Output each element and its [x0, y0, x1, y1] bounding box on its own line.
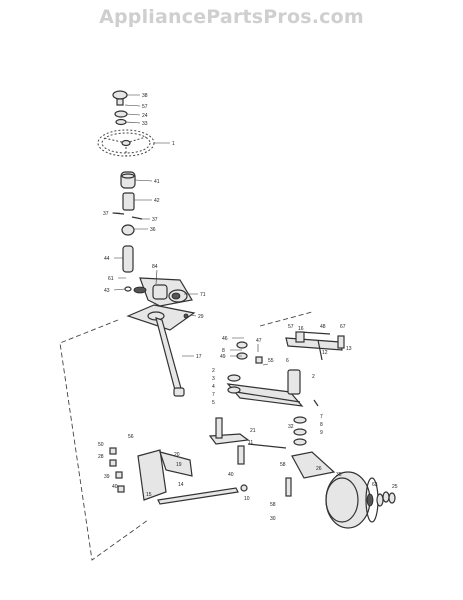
callout-11: 11: [248, 440, 253, 446]
callout-67: 67: [340, 324, 346, 330]
callout-26: 26: [316, 466, 322, 472]
callout-61: 61: [108, 276, 114, 282]
callout-57: 57: [288, 324, 294, 330]
tire-hub-hardware[interactable]: [382, 491, 396, 504]
callout-38: 38: [142, 93, 148, 99]
front-axle[interactable]: [226, 369, 319, 446]
callout-33: 33: [142, 121, 148, 127]
callout-6: 6: [286, 358, 289, 364]
steering-shaft[interactable]: [155, 317, 185, 397]
callout-84: 84: [152, 264, 158, 270]
callout-39: 39: [104, 474, 110, 480]
callout-3: 3: [212, 376, 215, 382]
callout-8: 8: [222, 348, 225, 354]
steering-adapter[interactable]: [120, 171, 136, 189]
steering-base-plate[interactable]: [126, 304, 196, 331]
callout-1: 1: [172, 141, 175, 147]
steering-bracket-lower[interactable]: [109, 447, 193, 501]
assembly-dash-outline: [59, 311, 313, 561]
callout-4: 4: [212, 384, 215, 390]
callout-5: 5: [212, 400, 215, 406]
callout-36: 36: [150, 227, 156, 233]
callout-50: 50: [98, 442, 104, 448]
callout-25: 25: [392, 484, 398, 490]
callout-29: 29: [198, 314, 204, 320]
callout-2: 2: [312, 374, 315, 380]
callout-47: 47: [256, 338, 262, 344]
callout-56: 56: [128, 434, 134, 440]
steering-bushing[interactable]: [122, 192, 135, 211]
callout-57: 57: [142, 104, 148, 110]
callout-14: 14: [178, 482, 184, 488]
callout-24: 24: [142, 113, 148, 119]
callout-2: 2: [212, 368, 215, 374]
watermark: AppliancePartsPros.com: [99, 6, 364, 28]
callout-13: 13: [346, 346, 352, 352]
callout-58: 58: [280, 462, 286, 468]
callout-46: 46: [222, 336, 228, 342]
callout-20: 20: [174, 452, 180, 458]
steering-wheel[interactable]: [97, 129, 155, 157]
callout-44: 44: [104, 256, 110, 262]
callout-41: 41: [154, 179, 160, 185]
callout-40: 40: [112, 484, 118, 490]
callout-63: 63: [372, 482, 378, 488]
front-tire[interactable]: [325, 471, 384, 529]
callout-21: 21: [250, 428, 256, 434]
callout-9: 9: [320, 430, 323, 436]
callout-32: 32: [288, 424, 294, 430]
callout-10: 10: [244, 496, 250, 502]
steering-shaft-upper[interactable]: [122, 245, 134, 273]
callout-7: 7: [320, 414, 323, 420]
spindle-left[interactable]: [208, 417, 250, 465]
callout-40: 40: [228, 472, 234, 478]
callout-37: 37: [103, 211, 109, 217]
callout-7: 7: [212, 392, 215, 398]
drag-link[interactable]: [157, 443, 287, 505]
callout-35: 35: [336, 472, 342, 478]
callout-49: 49: [220, 354, 226, 360]
callouts: 38 57 24 33 1 41 42 37 37 36 44 84 61 43…: [98, 93, 398, 522]
callout-55: 55: [268, 358, 274, 364]
callout-71: 71: [200, 292, 206, 298]
column-bolt[interactable]: [112, 212, 143, 236]
spindle-right[interactable]: [285, 451, 336, 497]
callout-37: 37: [152, 217, 158, 223]
steering-gearbox[interactable]: [124, 277, 193, 307]
callout-19: 19: [176, 462, 182, 468]
callout-42: 42: [154, 198, 160, 204]
callout-48: 48: [320, 324, 326, 330]
axle-bracket-assembly[interactable]: [236, 331, 345, 364]
callout-8: 8: [320, 422, 323, 428]
steering-cap[interactable]: [112, 90, 128, 126]
callout-43: 43: [104, 288, 110, 294]
callout-16: 16: [298, 326, 304, 332]
callout-15: 15: [146, 492, 152, 498]
callout-28: 28: [98, 454, 104, 460]
callout-17: 17: [196, 354, 202, 360]
callout-58: 58: [270, 502, 276, 508]
callout-12: 12: [322, 350, 328, 356]
callout-30: 30: [270, 516, 276, 522]
